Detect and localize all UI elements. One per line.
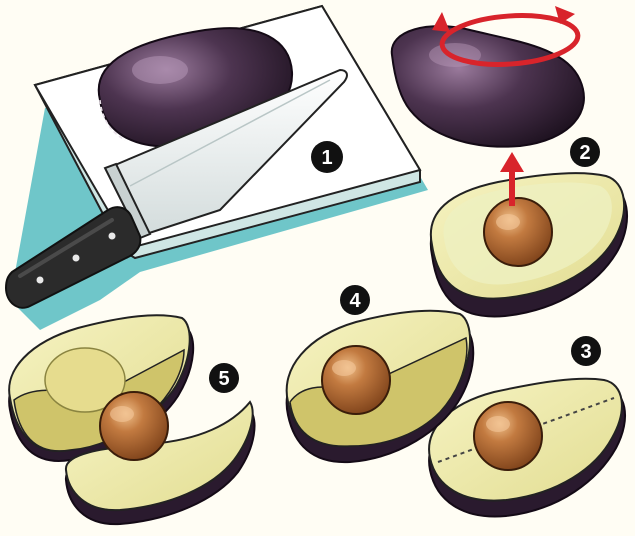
pit: [322, 346, 390, 414]
svg-text:2: 2: [579, 142, 590, 164]
avocado-half-with-pit: [431, 173, 627, 316]
step-4-badge: 4: [340, 285, 370, 315]
step-5-badge: 5: [209, 363, 239, 393]
step-5-scene: 5: [9, 315, 254, 524]
pit: [100, 392, 168, 460]
step-3-badge: 3: [571, 336, 601, 366]
step-1-scene: 1: [6, 6, 428, 330]
svg-text:5: 5: [218, 368, 229, 390]
pit: [474, 402, 542, 470]
svg-text:1: 1: [321, 147, 332, 169]
step-1-badge: 1: [311, 141, 343, 173]
svg-text:4: 4: [349, 290, 361, 312]
avocado-top-half: [392, 26, 584, 146]
step-2-badge: 2: [570, 137, 600, 167]
svg-text:3: 3: [580, 341, 591, 363]
step-2-scene: 2: [392, 6, 627, 316]
